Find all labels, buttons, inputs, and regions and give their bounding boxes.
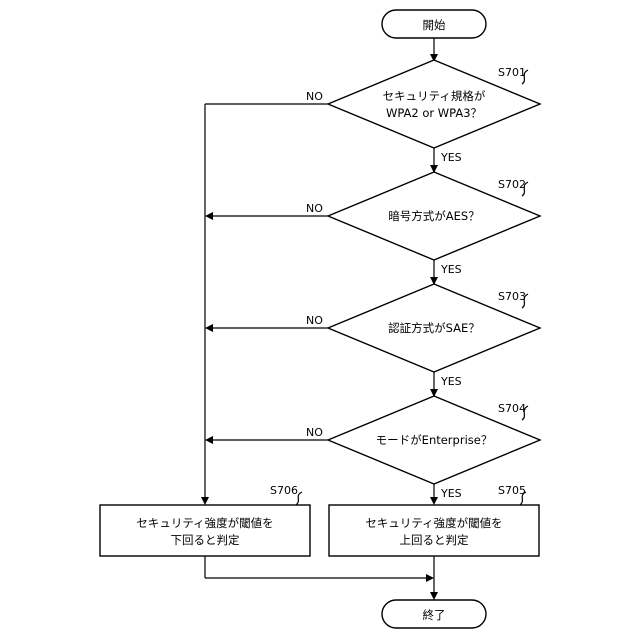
process-s706-line1: セキュリティ強度が閾値を: [136, 516, 273, 530]
decision-s701: セキュリティ規格が WPA2 or WPA3？ S701 NO YES: [306, 60, 540, 164]
decision-s703: 認証方式がSAE？ S703 NO YES: [306, 284, 540, 388]
process-s705-line1: セキュリティ強度が閾値を: [365, 516, 502, 530]
decision-s704-line1: モードがEnterprise？: [376, 433, 493, 447]
step-label-s701: S701: [498, 66, 526, 79]
decision-s701-line2: WPA2 or WPA3？: [386, 106, 482, 120]
step-label-s706: S706: [270, 484, 298, 497]
process-s706-line2: 下回ると判定: [171, 533, 240, 547]
start-label: 開始: [423, 18, 446, 32]
end-label: 終了: [423, 608, 446, 622]
decision-s701-yes-label: YES: [440, 151, 462, 164]
start-terminal: 開始: [382, 10, 486, 38]
decision-s703-yes-label: YES: [440, 375, 462, 388]
decision-s701-line1: セキュリティ規格が: [383, 89, 486, 103]
decision-s704-yes-label: YES: [440, 487, 462, 500]
decision-s702-line1: 暗号方式がAES？: [388, 209, 479, 223]
step-label-s703: S703: [498, 290, 526, 303]
decision-s702: 暗号方式がAES？ S702 NO YES: [306, 172, 540, 276]
end-terminal: 終了: [382, 600, 486, 628]
decision-s702-yes-label: YES: [440, 263, 462, 276]
decision-s703-no-label: NO: [306, 314, 323, 327]
step-label-s702: S702: [498, 178, 526, 191]
step-label-s705: S705: [498, 484, 526, 497]
decision-s704-no-label: NO: [306, 426, 323, 439]
decision-s702-no-label: NO: [306, 202, 323, 215]
decision-s703-line1: 認証方式がSAE？: [388, 321, 480, 335]
process-s705-line2: 上回ると判定: [400, 533, 469, 547]
step-label-s704: S704: [498, 402, 526, 415]
decision-s701-no-label: NO: [306, 90, 323, 103]
